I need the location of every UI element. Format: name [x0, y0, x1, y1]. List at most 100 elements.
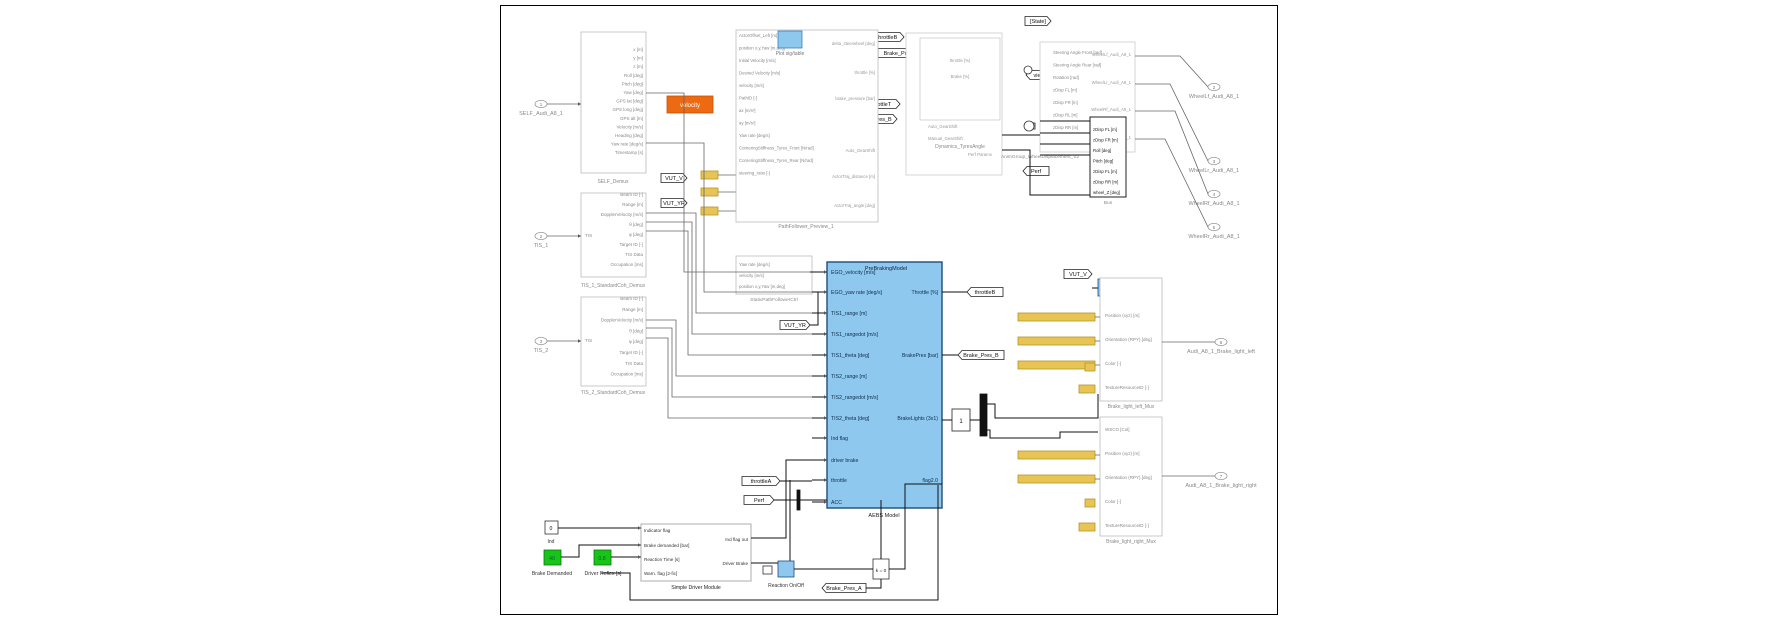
aebs-output-2: BrakeLights (3x1) — [897, 416, 938, 422]
brake-left-constant-2[interactable] — [1017, 360, 1096, 370]
goto-brake-pres-b[interactable] — [957, 350, 1005, 360]
tis1-demux-block[interactable] — [580, 192, 647, 278]
wheel-displacement-input-1: Steering Angle Rear [rad] — [1053, 63, 1101, 68]
goto-vut-v-text: VUT_V — [665, 176, 683, 182]
aebs-input-3: TIS1_rangedot [m/s] — [831, 332, 879, 338]
from-throttle-a[interactable] — [741, 476, 781, 486]
aebs-input-11: ACC — [831, 500, 842, 506]
bus-row-6: wheel_Z [deg] — [1093, 190, 1120, 195]
reaction-switch-label: Reaction On/Off — [768, 583, 804, 589]
goto-state[interactable] — [1024, 16, 1052, 26]
driver-output-1: Driver Brake — [722, 561, 748, 566]
brake-left-color-const[interactable] — [1084, 362, 1096, 372]
driver-input-3: Warn. flag [2-fic] — [644, 571, 677, 576]
signal-line — [1002, 149, 1090, 196]
tis2-demux-block[interactable] — [580, 296, 647, 387]
signal-line — [1135, 110, 1209, 195]
outport-brake-right-number: 7 — [1220, 474, 1223, 479]
driver-module-name: Simple Driver Module — [671, 585, 721, 591]
from-vut-v-right[interactable] — [1063, 269, 1093, 279]
inport-self-label: SELF_Audi_A8_1 — [519, 111, 563, 117]
stiffness-constant-2[interactable] — [700, 206, 719, 216]
aebs-input-arrow-2 — [824, 311, 827, 315]
self-demux-output-6: GPS lat [deg] — [616, 99, 643, 104]
brake-right-constant-0[interactable] — [1017, 450, 1096, 460]
brake-left-texture-const[interactable] — [1078, 384, 1096, 394]
stiffness-constant-0[interactable] — [700, 170, 719, 180]
brake-right-color-const[interactable] — [1084, 498, 1096, 508]
goto-brake-pres-b-text: Brake_Pres_B — [963, 353, 999, 359]
plot-display-label: Plot sig/table — [776, 51, 805, 57]
static-path-name: StaticPathFollowerCtrl — [750, 297, 797, 303]
signal-line — [751, 480, 791, 564]
signal-line — [646, 142, 812, 293]
path-follower-block[interactable] — [735, 29, 879, 223]
tis1-demux-input: TIS — [585, 233, 592, 238]
inport-self-number: 1 — [540, 102, 543, 107]
aebs-input-arrow-4 — [824, 353, 827, 357]
from-perf[interactable] — [743, 495, 775, 505]
aebs-input-arrow-7 — [824, 416, 827, 420]
bus-row-4: zDisp FL [m] — [1093, 169, 1117, 174]
aebs-input-arrow-0 — [824, 270, 827, 274]
aebs-output-1: BrakePres [bar] — [902, 353, 939, 359]
brake-left-constant-1[interactable] — [1017, 336, 1096, 346]
plot-display-block[interactable] — [777, 30, 803, 49]
goto-throttle-b[interactable] — [966, 287, 1004, 297]
ind-constant-value: 0 — [550, 526, 553, 532]
brake-light-left-block[interactable] — [1099, 277, 1163, 402]
driver-module-block[interactable] — [640, 523, 752, 582]
outport-wheel-lr-label: WheelLr_Audi_A8_1 — [1189, 168, 1239, 174]
tis2-demux-output-6: TIS Data — [625, 361, 643, 366]
aebs-name: AEBS Model — [868, 513, 899, 519]
tis2-demux-output-3: θ [deg] — [629, 328, 643, 333]
ind-arrow — [638, 526, 641, 530]
tis1-input-arrow — [578, 234, 581, 238]
aebs-input-arrow-1 — [824, 290, 827, 294]
signal-line — [889, 483, 942, 570]
tis1-demux-output-4: φ [deg] — [629, 232, 643, 237]
static-path-input-1: velocity [m/s] — [739, 273, 764, 278]
path-follower-input-5: PathID [-] — [739, 96, 757, 101]
signal-line — [866, 579, 882, 589]
aebs-input-arrow-3 — [824, 332, 827, 336]
goto-vut-v[interactable] — [660, 173, 688, 183]
from-brake-pres-text: Brake_Pres — [884, 51, 913, 57]
driver-input-1: Brake demanded [bar] — [644, 543, 689, 548]
sum-block[interactable] — [1023, 120, 1035, 132]
brake-right-row-1: Position (xyz) [m] — [1105, 451, 1140, 456]
switch-block-label: k = 0 — [876, 568, 887, 574]
stiffness-constant-1[interactable] — [700, 187, 719, 197]
brake-left-constant-0[interactable] — [1017, 312, 1096, 322]
signal-line — [987, 429, 1098, 439]
brake-right-texture-const[interactable] — [1078, 522, 1096, 532]
dynamics-port-0: throttle [%] — [950, 58, 971, 63]
brake-right-row-4: TextureResourceID [-] — [1105, 523, 1149, 528]
sum-block-top[interactable] — [1023, 65, 1033, 75]
bus-block[interactable] — [1089, 116, 1127, 198]
brake-right-constant-1[interactable] — [1017, 474, 1096, 484]
path-follower-output-5: ActorTraj_angle [deg] — [834, 203, 875, 208]
path-follower-input-2: Initial Velocity [m/s] — [739, 58, 776, 63]
tis1-demux-output-1: Range [m] — [622, 202, 643, 207]
goto-vut-yr[interactable] — [660, 198, 688, 208]
goto-view-text: view — [1033, 73, 1044, 79]
wheel-displacement-input-0: Steering Angle Front [rad] — [1053, 50, 1102, 55]
aebs-input-2: TIS1_range [m] — [831, 311, 867, 317]
brake-light-right-block[interactable] — [1099, 416, 1163, 537]
wheel-displacement-input-6: zDisp RR [m] — [1053, 125, 1078, 130]
reflex-arrow — [638, 555, 641, 559]
self-demux-block[interactable] — [580, 31, 647, 174]
from-vut-yr[interactable] — [779, 320, 811, 330]
tis2-demux-output-2: DopplerVelocity [m/s] — [601, 318, 643, 323]
path-follower-input-8: Yaw rate [deg/s] — [739, 133, 770, 138]
reaction-switch-icon[interactable] — [777, 560, 795, 578]
velocity-block[interactable] — [666, 95, 714, 114]
ind-constant-label: Ind — [548, 539, 555, 545]
dynamics-port-4: Perf Params — [968, 152, 992, 157]
path-follower-input-3: Desired Velocity [m/s] — [739, 71, 780, 76]
aebs-model-block[interactable] — [826, 261, 943, 509]
static-path-block[interactable] — [735, 255, 813, 295]
path-follower-output-1: throttle [%] — [854, 70, 875, 75]
path-follower-output-0: delta_steerwheel [deg] — [832, 41, 875, 46]
